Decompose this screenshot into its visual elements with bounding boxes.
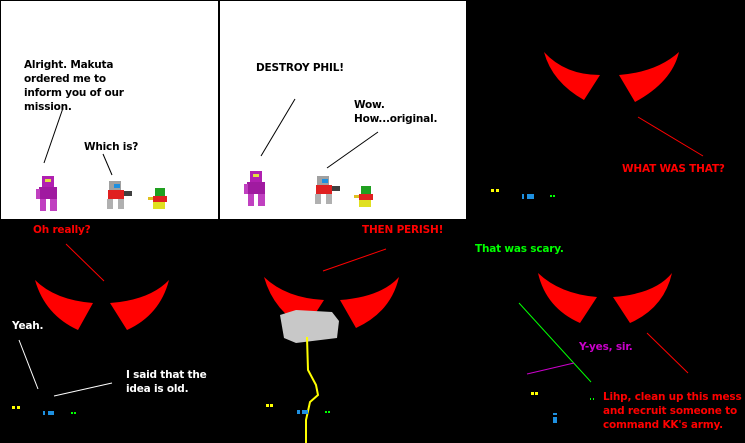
dialogue-makuta: Lihp, clean up this mess and recruit som… xyxy=(603,391,742,431)
blue-eyes-icon xyxy=(43,411,54,415)
dialogue-makuta: THEN PERISH! xyxy=(362,224,444,236)
comic-panel-6: That was scary. Y-yes, sir. Lihp, clean … xyxy=(470,220,745,443)
comic-panel-3: WHAT WAS THAT? xyxy=(467,0,745,220)
dialogue-purple-robot: Alright. Makuta ordered me to inform you… xyxy=(24,59,124,113)
dialogue-purple-robot: DESTROY PHIL! xyxy=(256,62,344,74)
green-eyes-icon xyxy=(71,412,76,414)
blue-eyes-icon xyxy=(297,410,308,414)
yellow-eyes-icon xyxy=(266,404,273,407)
yellow-eyes-icon xyxy=(12,406,20,409)
green-eyes-icon xyxy=(590,398,594,400)
gray-robot-sprite xyxy=(104,181,134,215)
dialogue-purple-robot: Y-yes, sir. xyxy=(579,341,633,353)
green-eyes-icon xyxy=(550,195,555,197)
dialogue-purple-robot: Yeah. xyxy=(12,320,44,332)
lightning-bolt xyxy=(305,336,320,443)
purple-robot-sprite xyxy=(242,171,270,211)
gray-robot-sprite xyxy=(312,176,342,210)
blue-eyes-icon xyxy=(522,194,534,199)
dialogue-gray-robot: Wow. How...original. xyxy=(354,99,438,125)
dialogue-makuta: Oh really? xyxy=(33,224,91,236)
makuta-eyes xyxy=(264,248,399,443)
green-robot-sprite xyxy=(147,188,169,214)
green-eyes-icon xyxy=(325,411,330,413)
comic-panel-4: Oh really? Yeah. I said that the idea is… xyxy=(0,220,236,443)
purple-robot-sprite xyxy=(34,176,62,216)
makuta-eyes xyxy=(18,243,169,397)
yellow-eyes-icon xyxy=(531,392,538,395)
smoke-cloud xyxy=(280,310,339,343)
green-robot-sprite xyxy=(353,186,375,212)
blue-eyes-icon xyxy=(553,413,557,423)
comic-panel-1: Alright. Makuta ordered me to inform you… xyxy=(0,0,219,220)
dialogue-gray-robot: Which is? xyxy=(84,141,139,153)
dialogue-gray-robot: I said that the idea is old. xyxy=(126,369,207,395)
dialogue-makuta: WHAT WAS THAT? xyxy=(622,163,725,175)
yellow-eyes-icon xyxy=(491,189,499,192)
makuta-eyes xyxy=(544,52,704,157)
comic-panel-5: THEN PERISH! xyxy=(236,220,470,443)
speech-lines xyxy=(43,107,113,176)
makuta-eyes xyxy=(518,273,689,383)
speech-lines xyxy=(260,98,379,169)
comic-panel-2: DESTROY PHIL! Wow. How...original. xyxy=(219,0,467,220)
dialogue-green-robot: That was scary. xyxy=(475,243,564,255)
